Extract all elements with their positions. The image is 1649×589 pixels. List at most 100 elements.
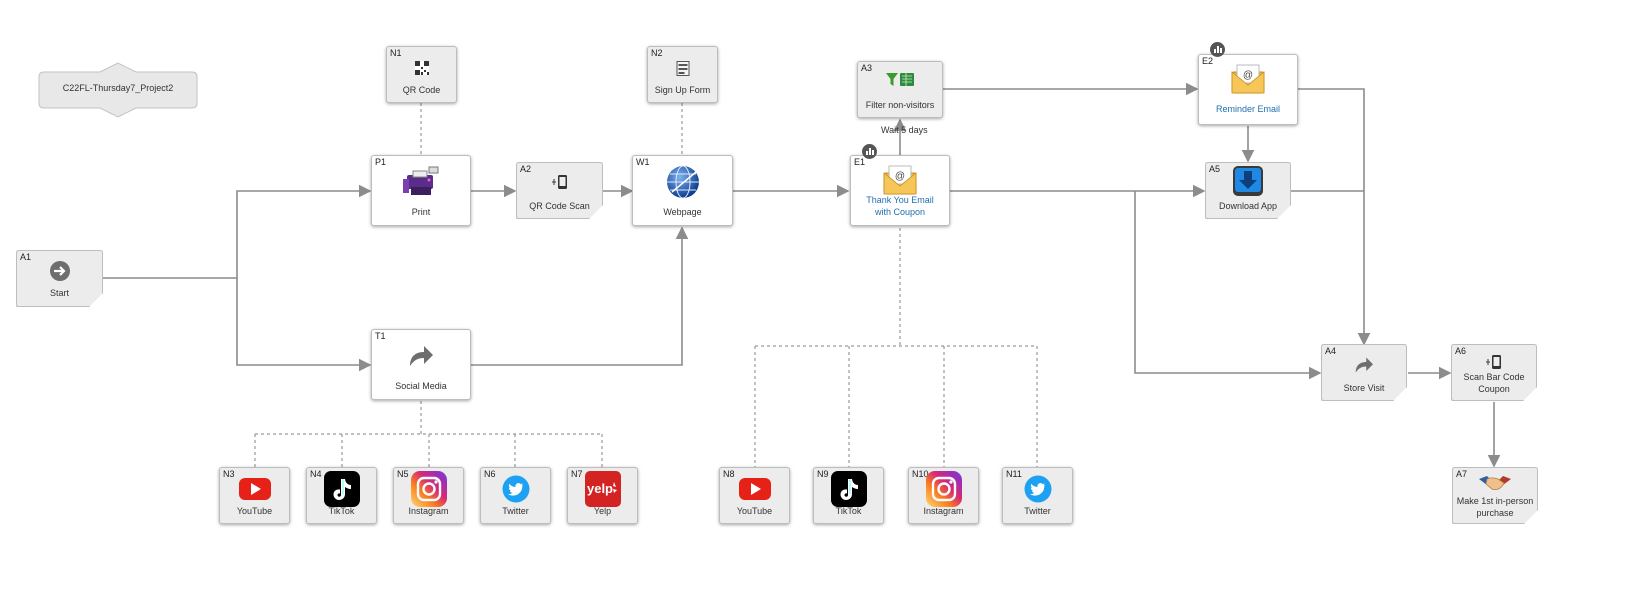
tiktok-icon: [830, 471, 867, 512]
node-id: W1: [636, 157, 650, 167]
node-a6-scan-bar-code-coupon[interactable]: A6 Scan Bar Code Coupon: [1451, 344, 1537, 401]
node-id: N6: [484, 469, 496, 479]
svg-text:@: @: [1243, 70, 1253, 81]
node-label: QR Code: [402, 85, 441, 95]
node-id: P1: [375, 157, 387, 167]
node-label: Download App: [1218, 201, 1278, 211]
node-label: Instagram: [408, 506, 449, 516]
node-id: A4: [1325, 346, 1337, 356]
node-id: N9: [817, 469, 829, 479]
node-n2-sign-up-form[interactable]: N2 Sign Up Form: [647, 46, 718, 103]
node-label: Print: [411, 207, 431, 217]
node-n6-twitter[interactable]: N6 Twitter: [480, 467, 551, 524]
printer-icon: [403, 165, 439, 202]
email-icon: @: [1231, 64, 1265, 99]
node-a2-qr-code-scan[interactable]: A2 QR Code Scan: [516, 162, 603, 219]
node-label: Sign Up Form: [654, 85, 711, 95]
form-icon: [676, 61, 689, 81]
node-label-line1: Make 1st in-person: [1456, 496, 1534, 506]
share-arrow-icon: [408, 344, 434, 373]
node-label: Yelp: [593, 506, 612, 516]
node-label-line2: with Coupon: [874, 207, 926, 217]
stats-chart-icon[interactable]: [1210, 42, 1225, 57]
email-icon: @: [883, 165, 917, 200]
tiktok-icon: [323, 471, 360, 512]
node-a3-filter-non-visitors[interactable]: A3 Filter non-visitors: [857, 61, 943, 118]
node-id: N5: [397, 469, 409, 479]
node-n1-qr-code[interactable]: N1 QR Code: [386, 46, 457, 103]
globe-icon: [666, 165, 700, 204]
node-n9-tiktok[interactable]: N9 TikTok: [813, 467, 884, 524]
node-label: Twitter: [1024, 506, 1051, 516]
project-title: C22FL-Thursday7_Project2: [62, 83, 174, 93]
download-icon: [1232, 165, 1264, 202]
wait-duration-label: Wait 5 days: [881, 125, 928, 135]
node-n3-youtube[interactable]: N3 YouTube: [219, 467, 290, 524]
node-label: Twitter: [502, 506, 529, 516]
node-label: Store Visit: [1343, 383, 1385, 393]
node-label: Reminder Email: [1215, 104, 1281, 114]
node-label: Start: [49, 288, 69, 298]
node-label: YouTube: [736, 506, 773, 516]
node-id: A7: [1456, 469, 1468, 479]
share-arrow-icon: [1354, 356, 1374, 379]
node-id: E2: [1202, 56, 1214, 66]
yelp-wordmark: yelp: [586, 481, 612, 496]
node-id: A5: [1209, 164, 1221, 174]
project-title-badge[interactable]: C22FL-Thursday7_Project2: [38, 62, 198, 118]
node-label: Instagram: [923, 506, 964, 516]
node-label-line1: Thank You Email: [866, 195, 934, 205]
node-t1-social-media[interactable]: T1 Social Media: [371, 329, 471, 400]
node-label: YouTube: [236, 506, 273, 516]
node-n5-instagram[interactable]: N5 Instagram: [393, 467, 464, 524]
node-id: A6: [1455, 346, 1467, 356]
stats-chart-icon[interactable]: [862, 144, 877, 159]
node-id: N1: [390, 48, 402, 58]
node-id: A3: [861, 63, 873, 73]
node-id: T1: [375, 331, 386, 341]
node-e1-thank-you-email[interactable]: E1 @ Thank You Email with Coupon: [850, 155, 950, 226]
node-a4-store-visit[interactable]: A4 Store Visit: [1321, 344, 1407, 401]
node-label-line2: purchase: [1476, 508, 1514, 518]
node-n8-youtube[interactable]: N8 YouTube: [719, 467, 790, 524]
node-label: TikTok: [835, 506, 862, 516]
yelp-icon: yelp: [584, 471, 621, 512]
node-n7-yelp[interactable]: N7 yelp Yelp: [567, 467, 638, 524]
node-id: N8: [723, 469, 735, 479]
instagram-icon: [410, 471, 447, 512]
node-n4-tiktok[interactable]: N4 TikTok: [306, 467, 377, 524]
node-id: A1: [20, 252, 32, 262]
node-id: A2: [520, 164, 532, 174]
node-a1-start[interactable]: A1 Start: [16, 250, 103, 307]
node-id: N4: [310, 469, 322, 479]
node-label: Filter non-visitors: [865, 100, 935, 110]
node-id: N11: [1006, 469, 1022, 479]
arrow-right-icon: [49, 260, 71, 287]
node-label-line2: Coupon: [1478, 384, 1510, 394]
node-label: QR Code Scan: [529, 201, 590, 211]
node-a5-download-app[interactable]: A5 Download App: [1205, 162, 1291, 219]
phone-scan-icon: [551, 174, 569, 195]
instagram-icon: [925, 471, 962, 512]
node-id: E1: [854, 157, 866, 167]
youtube-icon: [738, 476, 772, 507]
node-id: N2: [651, 48, 663, 58]
node-e2-reminder-email[interactable]: E2 @ Reminder Email: [1198, 54, 1298, 125]
node-label: TikTok: [328, 506, 355, 516]
qr-code-icon: [414, 61, 429, 80]
handshake-icon: [1478, 473, 1512, 500]
node-p1-print[interactable]: P1 Print: [371, 155, 471, 226]
node-id: N10: [912, 469, 929, 479]
node-n10-instagram[interactable]: N10 Instagram: [908, 467, 979, 524]
node-label: Social Media: [395, 381, 447, 391]
phone-scan-icon: [1485, 354, 1503, 375]
node-label: Webpage: [663, 207, 702, 217]
node-n11-twitter[interactable]: N11 Twitter: [1002, 467, 1073, 524]
twitter-icon: [502, 475, 530, 508]
node-id: N3: [223, 469, 235, 479]
youtube-icon: [238, 476, 272, 507]
svg-text:@: @: [895, 171, 905, 182]
node-a7-first-purchase[interactable]: A7 Make 1st in-person purchase: [1452, 467, 1538, 524]
node-w1-webpage[interactable]: W1 Webpage: [632, 155, 733, 226]
